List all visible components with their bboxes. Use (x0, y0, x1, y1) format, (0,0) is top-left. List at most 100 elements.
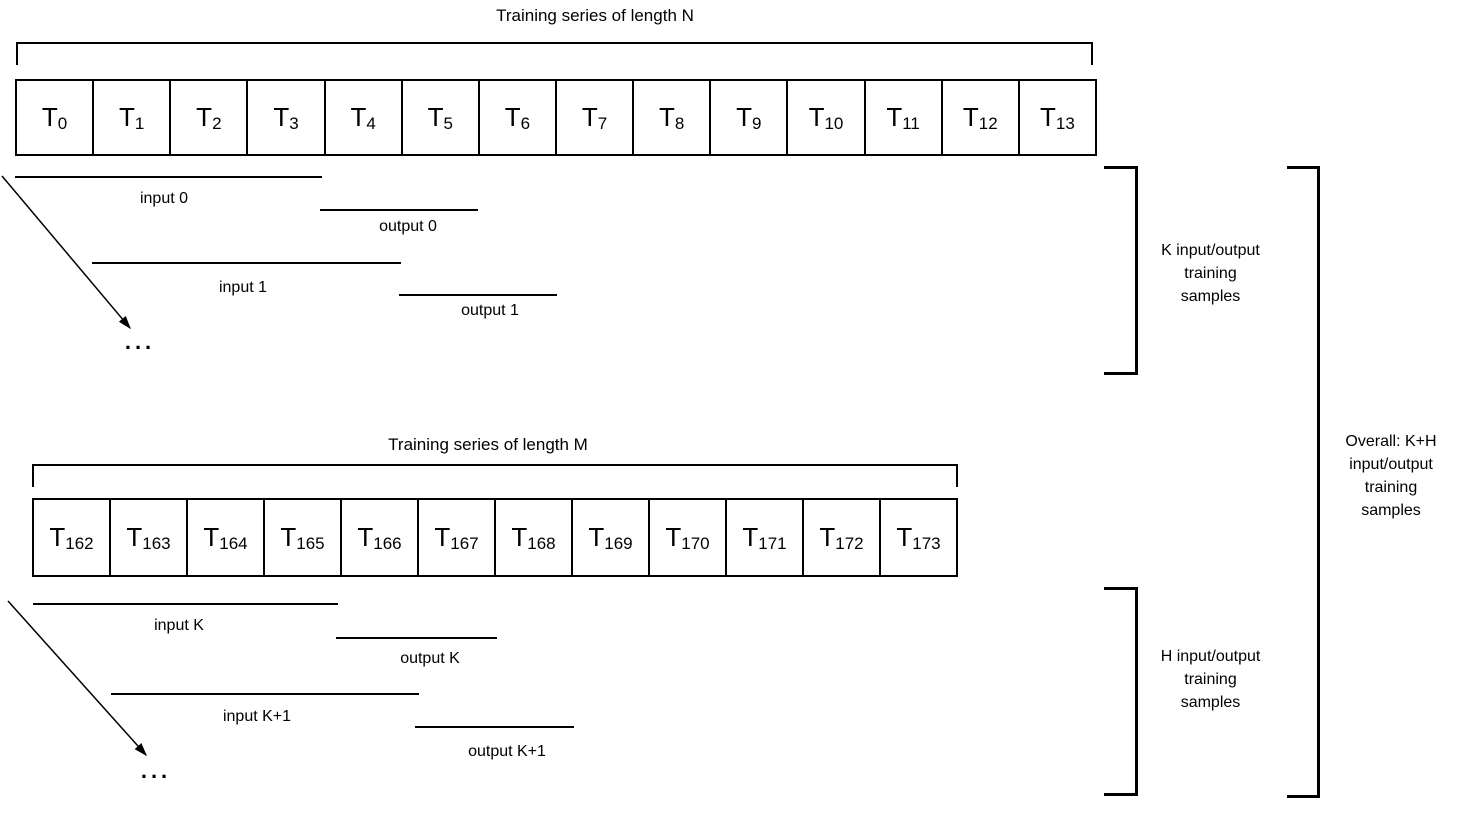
cell-subscript: 166 (373, 533, 402, 553)
cell-subscript: 173 (912, 533, 941, 553)
cell-prefix: T (49, 522, 66, 552)
cell-subscript: 168 (527, 533, 556, 553)
cell-subscript: 172 (835, 533, 864, 553)
output-1-span-line (399, 294, 557, 296)
cell-subscript: 12 (978, 113, 998, 133)
input-k1-label: input K+1 (222, 708, 292, 725)
cell-subscript: 1 (134, 113, 145, 133)
k-samples-label-line: training (1184, 265, 1237, 282)
output-k-span-line (336, 637, 497, 639)
overall-samples-label-line: Overall: K+H (1345, 433, 1437, 450)
h-samples-label: H input/output training samples (1138, 645, 1283, 714)
cell-prefix: T (819, 522, 836, 552)
cell-prefix: T (962, 102, 979, 132)
top-ellipsis: ... (124, 329, 156, 354)
bottom-series-title: Training series of length M (388, 435, 588, 454)
output-0-label: output 0 (379, 218, 437, 235)
top-series-length-brace (16, 42, 1093, 65)
cell-prefix: T (350, 102, 367, 132)
cell-subscript: 7 (597, 113, 608, 133)
bottom-series-length-brace (32, 464, 958, 487)
cell-prefix: T (665, 522, 682, 552)
h-samples-label-line: H input/output (1160, 648, 1261, 665)
cell-subscript: 6 (520, 113, 531, 133)
cell-subscript: 3 (289, 113, 299, 133)
cell-prefix: T (41, 102, 58, 132)
output-1-label: output 1 (461, 302, 519, 319)
cell-prefix: T (1039, 102, 1056, 132)
cell-subscript: 10 (824, 113, 844, 133)
overall-samples-label-line: samples (1361, 502, 1421, 519)
cell-subscript: 163 (142, 533, 171, 553)
cell-prefix: T (203, 522, 220, 552)
cell-subscript: 13 (1055, 113, 1075, 133)
cell-subscript: 8 (674, 113, 685, 133)
cell-subscript: 167 (450, 533, 479, 553)
input-0-label: input 0 (139, 190, 189, 207)
output-k1-span-line (415, 726, 574, 728)
h-samples-label-line: training (1184, 671, 1237, 688)
cell-prefix: T (742, 522, 759, 552)
cell-prefix: T (427, 102, 444, 132)
k-samples-label-line: K input/output (1161, 242, 1260, 259)
overall-samples-label-line: training (1364, 479, 1418, 496)
output-0-span-line (320, 209, 478, 211)
k-samples-bracket (1104, 166, 1138, 375)
bottom-ellipsis: ... (140, 758, 172, 783)
overall-samples-label: Overall: K+H input/output training sampl… (1324, 430, 1458, 522)
cell-prefix: T (511, 522, 528, 552)
cell-subscript: 0 (57, 113, 68, 133)
input-k-label: input K (154, 617, 204, 634)
cell-subscript: 11 (902, 113, 920, 133)
cell-subscript: 9 (752, 113, 762, 133)
cell-prefix: T (886, 102, 903, 132)
cell-subscript: 169 (604, 533, 633, 553)
cell-prefix: T (581, 102, 598, 132)
overall-samples-label-line: input/output (1349, 456, 1433, 473)
cell-subscript: 170 (681, 533, 710, 553)
cell-prefix: T (126, 522, 143, 552)
cell-subscript: 171 (758, 533, 787, 553)
cell-prefix: T (504, 102, 521, 132)
cell-prefix: T (808, 102, 825, 132)
cell-prefix: T (659, 102, 675, 132)
cell-subscript: 164 (219, 533, 248, 553)
output-k1-label: output K+1 (468, 743, 546, 760)
h-samples-bracket (1104, 587, 1138, 796)
cell-prefix: T (196, 102, 213, 132)
cell-prefix: T (588, 522, 605, 552)
cell-subscript: 4 (366, 113, 376, 133)
cell-subscript: 165 (296, 533, 325, 553)
input-0-span-line (15, 176, 322, 178)
cell-subscript: 5 (443, 113, 453, 133)
input-1-span-line (92, 262, 401, 264)
cell-prefix: T (736, 102, 753, 132)
top-series-title: Training series of length N (496, 6, 694, 25)
k-samples-label: K input/output training samples (1138, 239, 1283, 308)
